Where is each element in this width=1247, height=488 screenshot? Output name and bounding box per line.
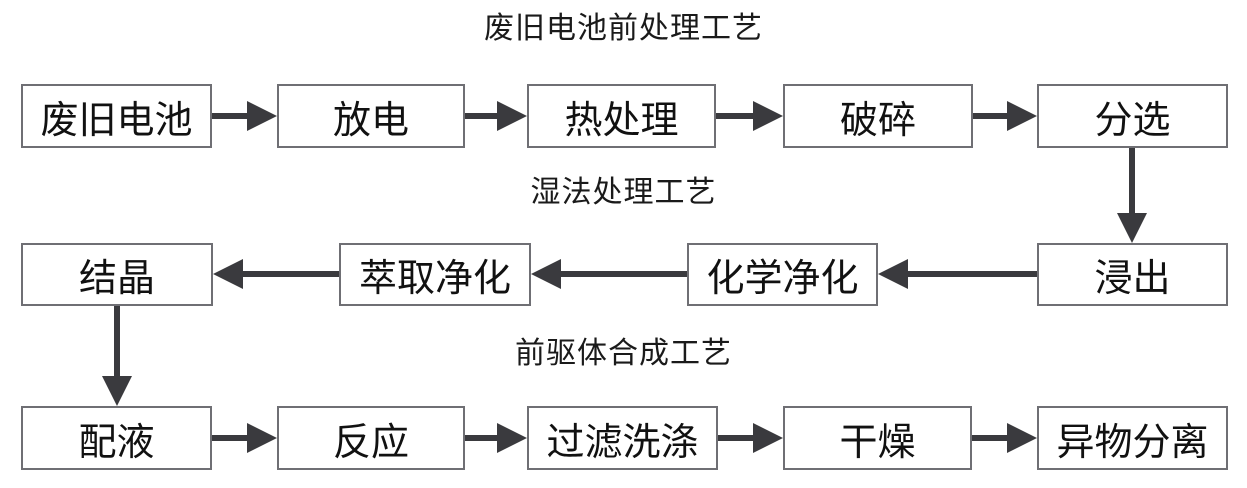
box-filtration-washing: 过滤洗涤 bbox=[527, 406, 718, 470]
arrow-drying-to-foreign-matter-separation bbox=[972, 423, 1037, 453]
section-title-pretreatment-process: 废旧电池前处理工艺 bbox=[484, 12, 763, 45]
section-title-precursor-synthesis-process: 前驱体合成工艺 bbox=[515, 337, 732, 370]
arrow-discharge-to-heat-treatment bbox=[465, 101, 527, 131]
arrow-reaction-to-filtration-washing bbox=[465, 423, 527, 453]
box-crushing: 破碎 bbox=[783, 84, 973, 148]
box-extraction-purification: 萃取净化 bbox=[339, 243, 531, 306]
box-crystallization: 结晶 bbox=[21, 243, 213, 306]
arrow-solution-preparation-to-reaction bbox=[212, 423, 277, 453]
arrow-extraction-purification-to-crystallization bbox=[213, 259, 339, 289]
box-drying: 干燥 bbox=[783, 406, 972, 470]
arrow-filtration-washing-to-drying bbox=[718, 423, 783, 453]
arrow-heat-treatment-to-crushing bbox=[716, 101, 783, 131]
section-title-wet-process: 湿法处理工艺 bbox=[530, 176, 717, 209]
box-discharge: 放电 bbox=[277, 84, 465, 148]
arrow-crushing-to-sorting bbox=[973, 101, 1037, 131]
box-solution-preparation: 配液 bbox=[21, 406, 212, 470]
arrow-chemical-purification-to-extraction-purification bbox=[531, 259, 687, 289]
box-foreign-matter-separation: 异物分离 bbox=[1037, 406, 1228, 470]
arrow-leaching-to-chemical-purification bbox=[878, 259, 1037, 289]
box-heat-treatment: 热处理 bbox=[527, 84, 716, 148]
box-chemical-purification: 化学净化 bbox=[687, 243, 878, 306]
arrow-waste-battery-to-discharge bbox=[212, 101, 277, 131]
box-waste-battery: 废旧电池 bbox=[21, 84, 212, 148]
box-leaching: 浸出 bbox=[1037, 243, 1228, 306]
box-reaction: 反应 bbox=[277, 406, 465, 470]
box-sorting: 分选 bbox=[1037, 84, 1228, 148]
